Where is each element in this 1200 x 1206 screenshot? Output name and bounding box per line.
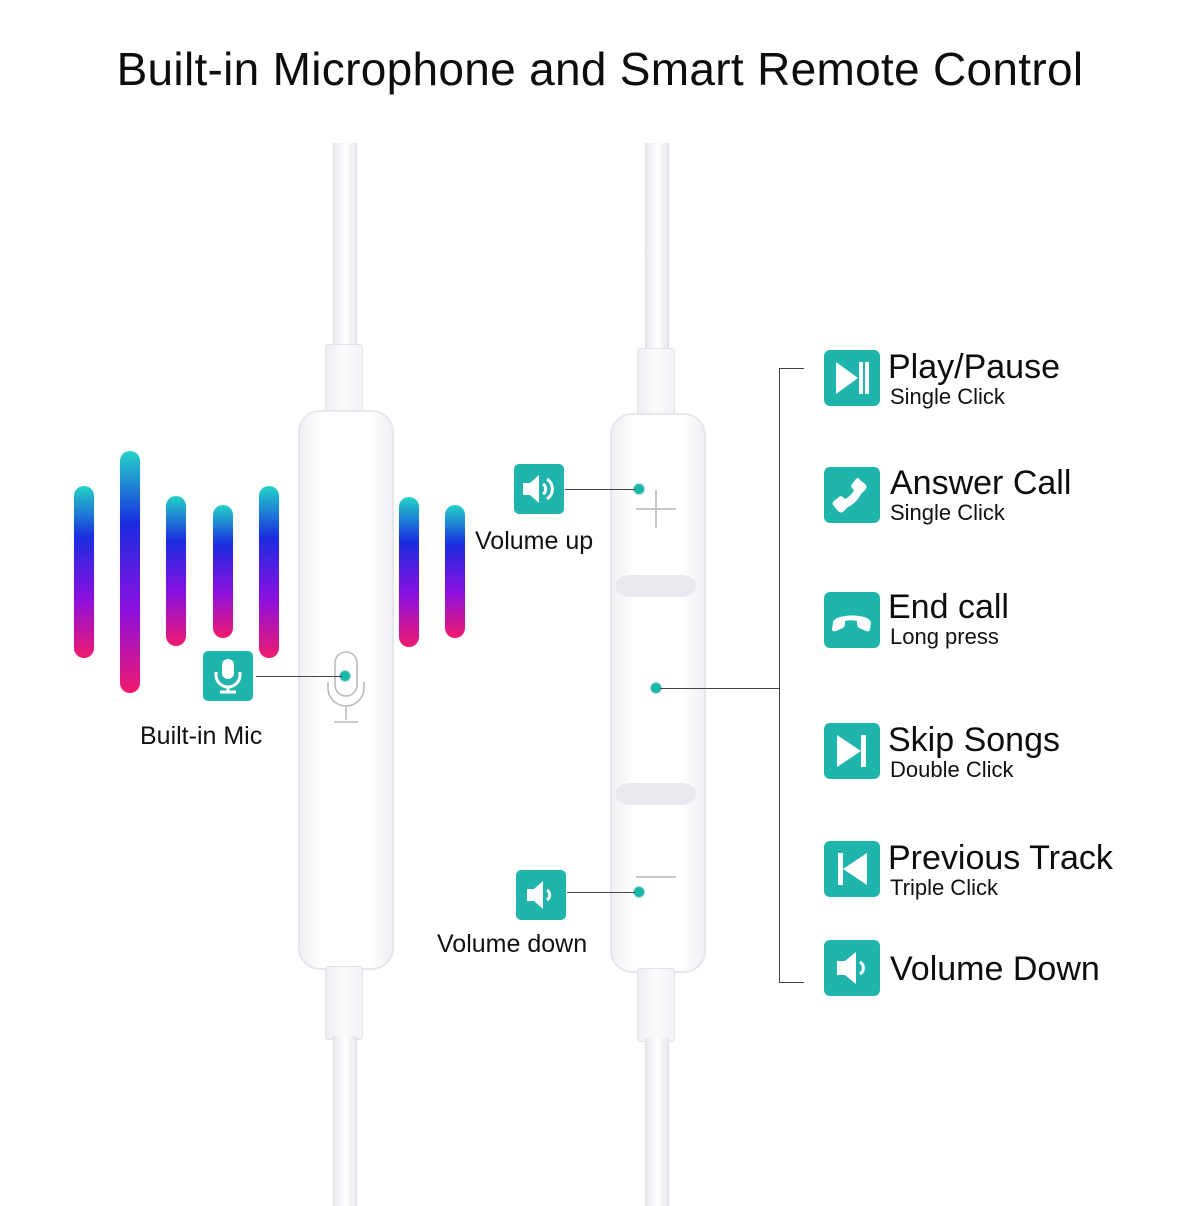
center-button-dot xyxy=(651,683,661,693)
skip-previous-icon xyxy=(824,841,880,897)
button-divider-bottom xyxy=(616,783,696,805)
page-title: Built-in Microphone and Smart Remote Con… xyxy=(116,43,1084,95)
cable-collar xyxy=(637,968,675,1042)
wave-bar xyxy=(399,497,419,647)
skip-next-icon xyxy=(824,723,880,779)
cable-top-left xyxy=(333,143,357,346)
volume-up-label: Volume up xyxy=(475,527,594,555)
wave-bar xyxy=(213,505,233,638)
minus-icon xyxy=(636,876,676,878)
phone-answer-icon xyxy=(824,467,880,523)
bracket-top xyxy=(779,368,804,369)
function-name: Previous Track xyxy=(888,839,1113,877)
wave-bar xyxy=(259,486,279,658)
function-action: Double Click xyxy=(890,757,1014,782)
volume-down-label: Volume down xyxy=(437,930,588,958)
built-in-mic-label: Built-in Mic xyxy=(140,722,263,750)
volume-up-dot xyxy=(634,484,644,494)
wave-bar xyxy=(74,486,94,658)
mic-remote-body xyxy=(298,410,394,970)
cable-bottom-right xyxy=(645,1038,669,1206)
function-name: Skip Songs xyxy=(888,721,1060,759)
plus-icon-v xyxy=(655,490,657,528)
wave-bar xyxy=(445,505,465,638)
speaker-quiet-icon xyxy=(516,870,566,920)
microphone-icon xyxy=(203,651,253,701)
function-name: Answer Call xyxy=(890,464,1072,502)
button-remote-body xyxy=(610,413,706,973)
wave-bar xyxy=(120,451,140,693)
leader-line xyxy=(567,892,635,893)
function-action: Triple Click xyxy=(890,875,998,900)
bracket-line xyxy=(779,368,780,982)
function-action: Single Click xyxy=(890,384,1005,409)
phone-hangup-icon xyxy=(824,592,880,648)
volume-down-dot xyxy=(634,887,644,897)
leader-line xyxy=(565,489,635,490)
function-name: End call xyxy=(888,588,1009,626)
function-action: Long press xyxy=(890,624,999,649)
mic-location-dot xyxy=(340,671,350,681)
cable-top-right xyxy=(645,143,669,351)
speaker-loud-icon xyxy=(514,464,564,514)
cable-collar xyxy=(325,344,363,416)
leader-line xyxy=(660,688,780,689)
leader-line xyxy=(256,676,342,677)
bracket-bottom xyxy=(779,982,804,983)
function-action: Single Click xyxy=(890,500,1005,525)
play-pause-icon xyxy=(824,350,880,406)
button-divider-top xyxy=(616,575,696,597)
cable-collar xyxy=(637,348,675,420)
microphone-outline-icon xyxy=(327,651,365,723)
volume-down-icon xyxy=(824,940,880,996)
cable-bottom-left xyxy=(333,1036,357,1206)
function-name: Volume Down xyxy=(890,950,1100,988)
cable-collar xyxy=(325,966,363,1040)
function-name: Play/Pause xyxy=(888,348,1060,386)
wave-bar xyxy=(166,496,186,646)
